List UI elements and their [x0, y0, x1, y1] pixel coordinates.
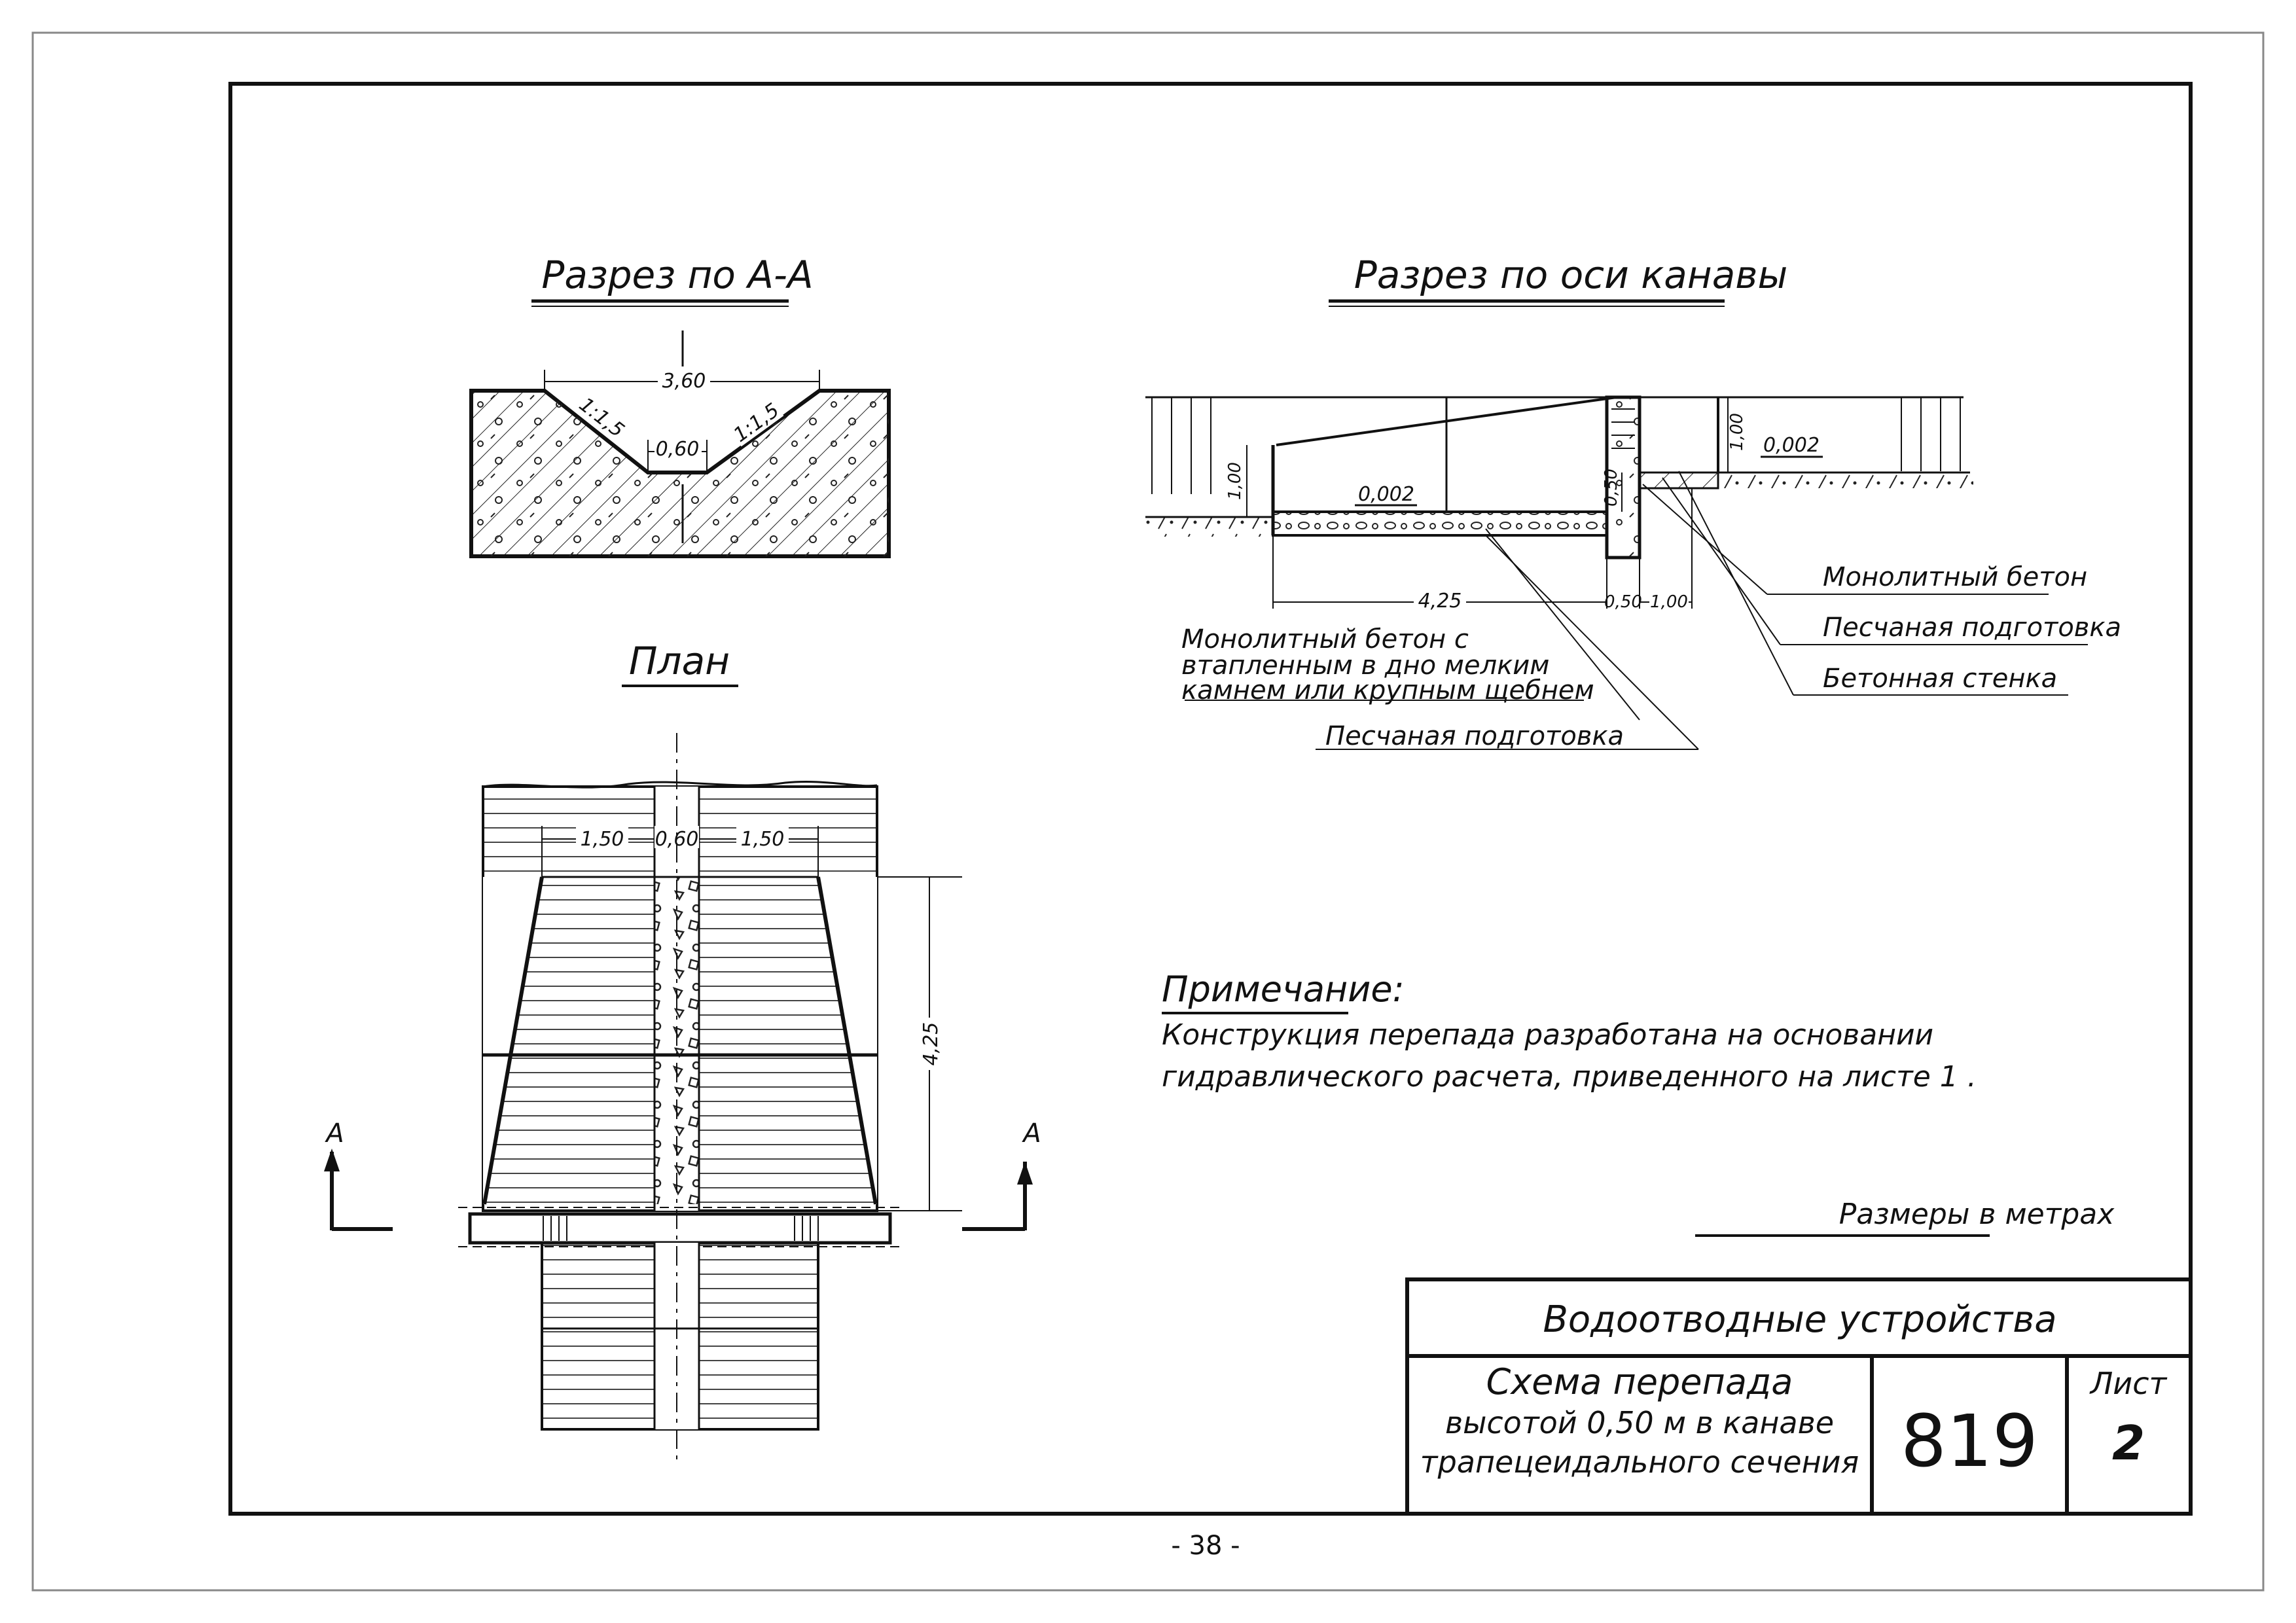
label-left-line-3: камнем или крупным щебнем — [1181, 675, 1594, 705]
section-aa: Разрез по А-А 3,60 0,60 1:1,5 1:1,5 — [469, 253, 891, 558]
section-mark-right: А — [1021, 1118, 1041, 1149]
dim-height-right: 1,00 — [1727, 413, 1747, 451]
title-block-header: Водоотводные устройства — [1543, 1298, 2056, 1341]
bottom-lining — [1272, 510, 1608, 537]
label-concrete: Монолитный бетон — [1823, 562, 2087, 592]
drawing-number: 819 — [1901, 1399, 2038, 1483]
dim-downstream: 1,00 — [1650, 592, 1688, 612]
label-left-sand: Песчаная подготовка — [1325, 721, 1624, 751]
label-sand: Песчаная подготовка — [1823, 613, 2121, 643]
units-note: Размеры в метрах — [1839, 1198, 2115, 1231]
outer-border — [31, 31, 2265, 1592]
note-heading: Примечание: — [1162, 969, 1405, 1010]
section-axis: Разрез по оси канавы — [1145, 253, 2121, 751]
label-left-line-1: Монолитный бетон с — [1181, 624, 1469, 654]
plan-right-width: 1,50 — [741, 828, 785, 851]
plan-left-width: 1,50 — [581, 828, 624, 851]
plan-view: План 1,50 0,60 1,50 4,25 — [324, 639, 1041, 1459]
sheet-number: 2 — [2112, 1416, 2145, 1471]
section-mark-left: А — [324, 1118, 344, 1149]
dim-wall-height: 0,50 — [1602, 469, 1621, 507]
section-axis-title: Разрез по оси канавы — [1354, 253, 1788, 297]
label-left-line-2: втапленным в дно мелким — [1181, 651, 1549, 681]
description-line-1: Схема перепада — [1486, 1361, 1793, 1402]
dim-length: 4,25 — [1418, 590, 1462, 613]
inner-frame — [228, 82, 2193, 1516]
note-line-1: Конструкция перепада разработана на осно… — [1162, 1018, 1933, 1052]
section-aa-title: Разрез по А-А — [541, 253, 813, 297]
plan-title: План — [629, 639, 730, 683]
plan-length: 4,25 — [920, 1022, 942, 1066]
description-line-3: трапецеидального сечения — [1420, 1444, 1859, 1480]
dim-height-left: 1,00 — [1225, 462, 1245, 500]
dim-bottom-width: 0,60 — [656, 438, 700, 461]
sheet-label: Лист — [2089, 1366, 2168, 1401]
dim-wall-thickness: 0,50 — [1604, 592, 1642, 612]
note-block: Примечание: Конструкция перепада разрабо… — [1162, 969, 1977, 1094]
dim-top-width: 3,60 — [662, 370, 706, 393]
page-number: - 38 - — [1171, 1531, 1240, 1561]
slope-downstream: 0,002 — [1763, 434, 1820, 457]
downstream-lining — [1638, 471, 1719, 490]
note-line-2: гидравлического расчета, приведенного на… — [1162, 1060, 1977, 1094]
label-wall: Бетонная стенка — [1823, 664, 2057, 694]
title-block: Водоотводные устройства Схема перепада в… — [1405, 1277, 2193, 1516]
description-line-2: высотой 0,50 м в канаве — [1445, 1405, 1834, 1440]
slope-bottom: 0,002 — [1358, 483, 1414, 506]
